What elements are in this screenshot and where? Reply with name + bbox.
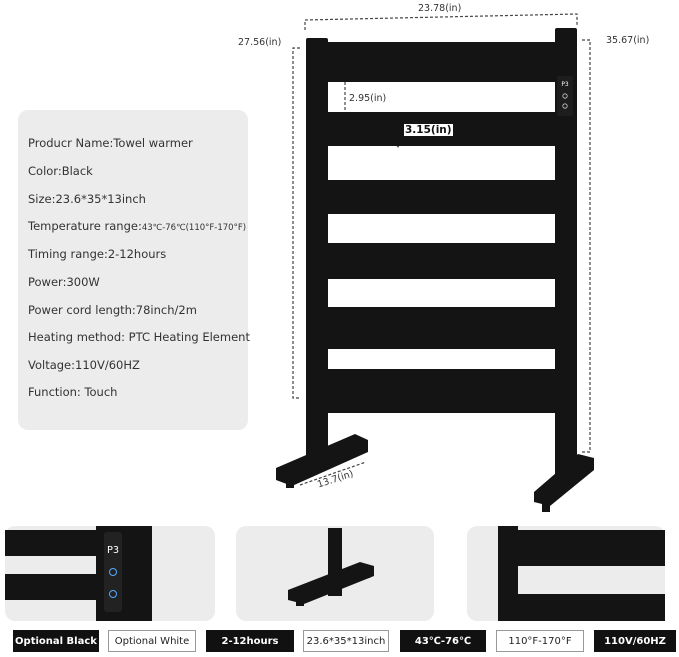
spec-size: Size:23.6*35*13inch [28, 192, 146, 206]
spec-card: Producr Name:Towel warmer Color:Black Si… [18, 110, 250, 430]
right-height-dimension-label: 35.67(in) [606, 35, 650, 46]
left-post [306, 38, 328, 470]
timer-icon[interactable] [562, 103, 568, 109]
rack-bar [318, 243, 560, 279]
thumb-panel-closeup: P3 [5, 526, 215, 621]
left-foot-pad [350, 446, 358, 452]
rack-bar [318, 180, 560, 214]
left-foot [276, 434, 368, 486]
rack-body [276, 28, 594, 512]
dimension-lines [292, 13, 591, 486]
thumb-bars-closeup [467, 526, 665, 621]
thumb-foot-closeup [236, 526, 434, 621]
spec-voltage: Voltage:110V/60HZ [28, 358, 140, 372]
right-post [555, 28, 577, 478]
left-foot-pad [286, 482, 294, 488]
chip-size: 23.6*35*13inch [303, 630, 389, 652]
rack-bar [318, 42, 560, 82]
bar-width-dimension-label: 2.95(in) [349, 93, 387, 104]
spec-cord-length: Power cord length:78inch/2m [28, 303, 197, 317]
spec-heating-method: Heating method: PTC Heating Element [28, 330, 250, 344]
left-height-dimension-line [292, 47, 300, 399]
thumb-power-icon [109, 568, 117, 576]
bar-gap-dimension-label: 3.15(in) [404, 124, 453, 136]
rack-bar [318, 307, 560, 349]
control-panel: P3 [557, 76, 573, 116]
left-height-dimension-label: 27.56(in) [238, 37, 282, 48]
rack-bar [318, 369, 560, 413]
chip-timing: 2-12hours [206, 630, 294, 652]
thumb-timer-icon [109, 590, 117, 598]
spec-temperature: Temperature range:43℃-76℃(110°F-170°F) [28, 219, 247, 233]
right-foot-pad [542, 504, 550, 512]
chip-celsius-range: 43℃-76℃ [400, 630, 486, 652]
spec-power: Power:300W [28, 275, 100, 289]
width-dimension-label: 23.78(in) [418, 3, 462, 14]
right-foot [534, 454, 594, 506]
chip-fahrenheit-range: 110°F-170°F [496, 630, 584, 652]
panel-display: P3 [561, 81, 569, 88]
power-icon[interactable] [562, 93, 568, 99]
thumb-panel-display: P3 [107, 545, 119, 556]
chip-voltage: 110V/60HZ [594, 630, 676, 652]
width-dimension-line [304, 13, 578, 30]
spec-product-name: Producr Name:Towel warmer [28, 136, 193, 150]
spec-timing: Timing range:2-12hours [28, 247, 167, 261]
right-height-dimension-line [582, 39, 591, 453]
depth-dimension-line [299, 461, 367, 486]
spec-color: Color:Black [28, 164, 93, 178]
chip-optional-black[interactable]: Optional Black [13, 630, 99, 652]
spec-function: Function: Touch [28, 385, 118, 399]
chip-optional-white[interactable]: Optional White [108, 630, 196, 652]
